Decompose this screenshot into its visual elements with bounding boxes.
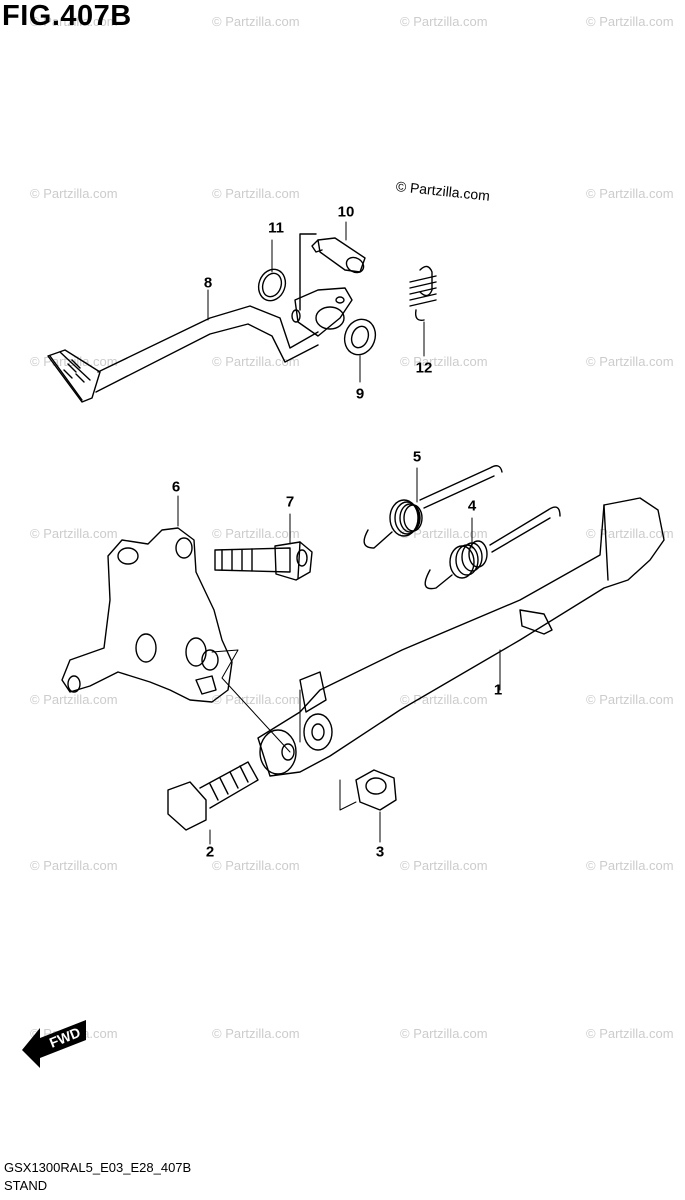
callout-10: 10	[337, 203, 355, 221]
part-2-bolt	[167, 761, 259, 831]
watermark-text: © Partzilla.com	[30, 858, 118, 873]
leader-lines	[177, 221, 501, 845]
watermark-text: © Partzilla.com	[400, 526, 488, 541]
callout-12: 12	[415, 359, 433, 377]
leader-10	[299, 233, 317, 311]
watermark-text: © Partzilla.com	[400, 692, 488, 707]
callout-5: 5	[412, 448, 422, 466]
callout-3: 3	[375, 843, 385, 861]
watermark-text: © Partzilla.com	[212, 526, 300, 541]
fwd-arrow-icon: FWD	[22, 1020, 86, 1068]
watermark-text: © Partzilla.com	[400, 14, 488, 29]
watermark-text: © Partzilla.com	[586, 354, 674, 369]
part-3-nut	[355, 769, 397, 811]
part-9-washer	[343, 318, 377, 356]
figure-title: FIG.407B	[2, 0, 132, 32]
callout-9: 9	[355, 385, 365, 403]
watermark-text: © Partzilla.com	[212, 858, 300, 873]
watermark-text: © Partzilla.com	[212, 692, 300, 707]
footer-code: GSX1300RAL5_E03_E28_407B	[4, 1160, 192, 1175]
watermark-text: © Partzilla.com	[586, 14, 674, 29]
part-4-spring	[424, 506, 561, 590]
part-7-bolt	[214, 541, 313, 581]
callout-8: 8	[203, 274, 213, 292]
callout-7: 7	[285, 493, 295, 511]
footer-name: STAND	[4, 1178, 48, 1193]
watermark-text: © Partzilla.com	[30, 14, 118, 29]
callout-11: 11	[268, 219, 284, 237]
watermark-text: © Partzilla.com	[586, 858, 674, 873]
watermark-text: © Partzilla.com	[586, 526, 674, 541]
part-8-pedal-lever	[47, 287, 353, 403]
callout-6: 6	[171, 478, 181, 496]
watermark-text: © Partzilla.com	[212, 1026, 300, 1041]
watermark-text: © Partzilla.com	[400, 858, 488, 873]
watermark-text: © Partzilla.com	[586, 186, 674, 201]
part-6-bracket	[61, 527, 233, 703]
watermark-text: © Partzilla.com	[212, 354, 300, 369]
part-5-spring	[363, 465, 503, 549]
watermark-text: © Partzilla.com	[400, 354, 488, 369]
callout-2: 2	[205, 843, 215, 861]
callout-1: 1	[493, 681, 503, 699]
callout-4: 4	[467, 497, 477, 515]
part-1-side-stand	[257, 497, 665, 777]
part-10-pivot-bolt	[311, 237, 366, 274]
part-11-circlip	[257, 268, 287, 302]
watermark-text: © Partzilla.com	[30, 526, 118, 541]
watermark-text: © Partzilla.com	[30, 186, 118, 201]
watermark-text: © Partzilla.com	[586, 692, 674, 707]
watermark-text: © Partzilla.com	[400, 1026, 488, 1041]
watermark-text: © Partzilla.com	[586, 1026, 674, 1041]
part-12-spring	[409, 265, 437, 321]
watermark-text: © Partzilla.com	[212, 14, 300, 29]
watermark-text: © Partzilla.com	[212, 186, 300, 201]
watermark-text: © Partzilla.com	[30, 692, 118, 707]
